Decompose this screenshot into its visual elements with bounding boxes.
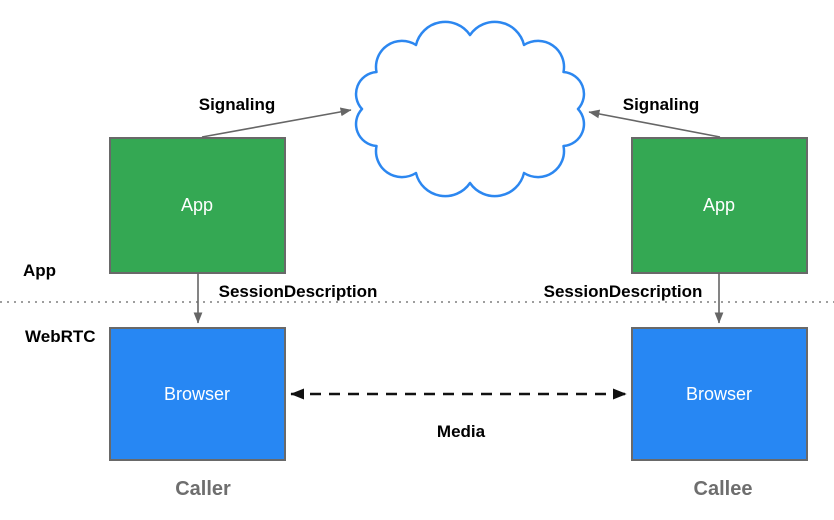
callee-signaling-arrow xyxy=(588,109,721,138)
media-label: Media xyxy=(437,422,486,441)
caller-browser-box xyxy=(109,327,286,461)
callee-browser-box-label: Browser xyxy=(686,384,752,404)
webrtc-layer-label: WebRTC xyxy=(25,327,96,346)
callee-app-box-label: App xyxy=(703,195,735,215)
callee-browser-box xyxy=(631,327,808,461)
signaling-cloud-icon xyxy=(354,20,586,198)
app-layer-label: App xyxy=(23,261,56,280)
callee-app-box xyxy=(631,137,808,274)
callee-role-label: Callee xyxy=(694,478,753,500)
caller-browser-box-label: Browser xyxy=(164,384,230,404)
caller-sessiondescription-label: SessionDescription xyxy=(219,282,378,301)
caller-app-box-label: App xyxy=(181,195,213,215)
caller-signaling-label: Signaling xyxy=(199,95,276,114)
callee-signaling-label: Signaling xyxy=(623,95,700,114)
caller-signaling-arrow xyxy=(201,107,352,138)
caller-role-label: Caller xyxy=(175,478,231,500)
callee-sessiondescription-label: SessionDescription xyxy=(544,282,703,301)
